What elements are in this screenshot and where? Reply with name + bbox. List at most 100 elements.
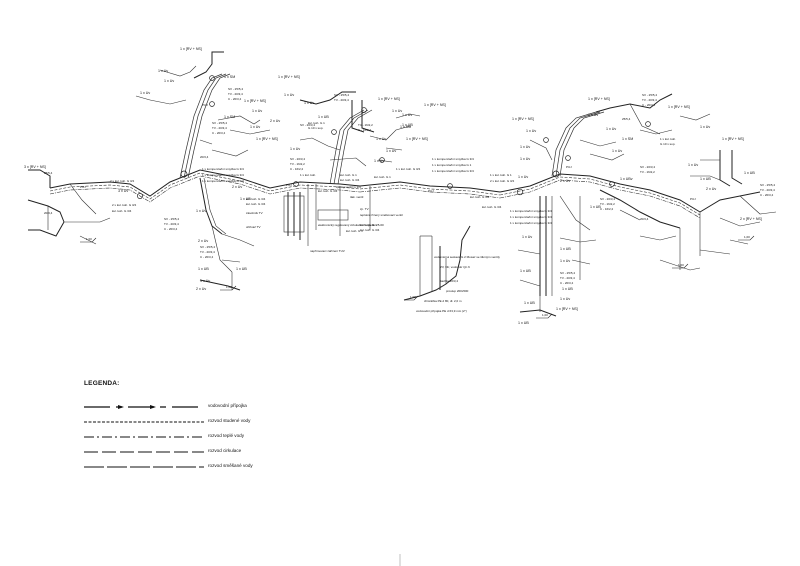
label: zp. TV	[360, 207, 369, 211]
legend-label: rozvod směšané vody	[208, 463, 253, 468]
label: 1 x UB	[402, 123, 413, 127]
label: TV - 16/2,2	[358, 123, 373, 127]
label: 1 x UB	[520, 269, 531, 273]
label: 1 x UB	[524, 301, 535, 305]
label: 25/5,4	[44, 171, 53, 175]
label: 1 x Uv	[140, 91, 150, 95]
label: 3 x [RV + NS]	[24, 165, 46, 169]
label: C - 20/3,4	[164, 227, 178, 231]
label: 1 x kul. koh.	[660, 137, 676, 141]
label: 1 x Uv	[402, 113, 412, 117]
label: 1 x kompenzační smyčka G 1	[432, 163, 472, 167]
label: 1 x UB	[744, 171, 755, 175]
label: 1 x [RV + NS]	[512, 117, 534, 121]
label: 1 x UB	[518, 321, 529, 325]
label: kul. koh. G 1	[374, 175, 391, 179]
legend: LEGENDA: vodovodní přípojka rozvod stude…	[84, 380, 324, 480]
label: 1,00	[226, 285, 232, 289]
label: 25/5,4	[622, 117, 631, 121]
label: kul. koh. G 3/4	[112, 209, 132, 213]
label: 1 x [RV + NS]	[424, 103, 446, 107]
label: 2 x kul. koh. G 3/4	[112, 203, 137, 207]
label: kul. koh. G 1	[308, 121, 325, 125]
label: PUJ	[286, 183, 292, 187]
legend-label: rozvod cirkulace	[208, 448, 242, 453]
label: SV - 25/5,4	[642, 93, 657, 97]
label: SV - 25/5,4	[200, 245, 215, 249]
label: vodoměrná sestava G 2 Mosaz se šikmým ve…	[434, 255, 500, 259]
label: 1 x Uv	[290, 147, 300, 151]
label: vodovodní přípojka PE d 63,9 mm (2")	[416, 309, 467, 313]
legend-title: LEGENDA:	[84, 380, 120, 387]
slope-markers	[80, 235, 755, 319]
label: 1 x [RV + NS]	[668, 105, 690, 109]
label: 1 x Uv	[164, 79, 174, 83]
label: kul. koh. G 3/4	[340, 178, 360, 182]
label: SV - 20/3,4	[640, 165, 655, 169]
label: SV - 25/5,4	[228, 87, 243, 91]
label: SV - 20/3,4	[300, 123, 315, 127]
label: C - 16/2,2	[290, 167, 304, 171]
label: 2 x [RV + NS]	[740, 217, 762, 221]
label: SV - 25/5,4	[334, 93, 349, 97]
label: kul. koh. G 1	[346, 229, 363, 233]
label: 1 x Uv	[374, 159, 384, 163]
label: 1 x SM	[622, 137, 633, 141]
label: 1 x [RV + NS]	[378, 97, 400, 101]
legend-label: vodovodní přípojka	[208, 403, 247, 408]
label: 1 x kompenzační smyčka G 3/4	[510, 215, 552, 219]
label: 1,00	[86, 237, 92, 241]
label: TV - 16/2,2	[290, 162, 305, 166]
label: 1 x [RV + NS]	[278, 75, 300, 79]
label: 1 x SM	[224, 115, 235, 119]
label: TV - 16/2,2	[640, 170, 655, 174]
label: C - 20/3,4	[760, 193, 774, 197]
legend-label: rozvod studené vody	[208, 418, 251, 423]
label: PUJ	[566, 165, 572, 169]
label: kul. koh. G 3/4	[318, 189, 338, 193]
label: 1 x [RV + NS]	[722, 137, 744, 141]
label: tlak. ventil	[350, 195, 364, 199]
label: kul. koh. G 3/4	[246, 197, 266, 201]
label: prostup 200x500	[446, 289, 469, 293]
label: 2 x Uv	[196, 287, 206, 291]
legend-line-hot-water	[84, 436, 204, 438]
label: 2 x kul. koh. G 3/4	[490, 179, 515, 183]
label: G 10 x sop.	[660, 142, 676, 146]
label: TV - 16/2,2	[600, 202, 615, 206]
label: 2 x Uv	[232, 185, 242, 189]
pipe-network-left	[27, 51, 501, 291]
label: 1 x Uv	[252, 109, 262, 113]
label: 1 x UBv	[620, 177, 633, 181]
label: 2 x kul. koh. G 3/4	[110, 179, 135, 183]
label: 1 x Uv	[688, 163, 698, 167]
label: 1 x kompenzační smyčka G 3/4	[510, 209, 552, 213]
label: G 10 x sop.	[308, 126, 324, 130]
label: chránička PE d 80, dl. 2,0 m	[424, 299, 462, 303]
label: 1 x [RV + NS]	[256, 137, 278, 141]
label: 1,00	[744, 235, 750, 239]
legend-item-water-connection: vodovodní přípojka	[84, 402, 324, 412]
label: 1 x Uv	[196, 209, 206, 213]
label: 1 x Uv	[588, 113, 598, 117]
label: 1 x [RV + NS]	[406, 137, 428, 141]
label: C - 20/3,4	[200, 255, 214, 259]
label: 1 x UB	[318, 115, 329, 119]
label: kul. koh. G 1	[360, 223, 377, 227]
legend-item-circulation: rozvod cirkulace	[84, 447, 324, 457]
label: 2 x Uv	[198, 239, 208, 243]
label: kul. koh. G 3/4	[482, 205, 502, 209]
label: 1 x UB	[590, 205, 601, 209]
label: 1 x [RV + NS]	[180, 47, 202, 51]
label: TV - 20/3,4	[334, 98, 349, 102]
label: SV - 20/3,4	[600, 197, 615, 201]
label: 1 x Uv	[518, 175, 528, 179]
label: C - 20/3,4	[212, 131, 226, 135]
label: kul. koh. G 3/4	[470, 195, 490, 199]
pipe-network-right	[499, 93, 777, 317]
label: 1 x kompenzační smyčka G 3/4	[432, 169, 474, 173]
legend-item-mixed-water: rozvod směšané vody	[84, 462, 324, 472]
label: šachta 20/3,4	[440, 279, 458, 283]
label: C - 16/2,2	[358, 128, 372, 132]
water-service-entry	[403, 225, 471, 301]
